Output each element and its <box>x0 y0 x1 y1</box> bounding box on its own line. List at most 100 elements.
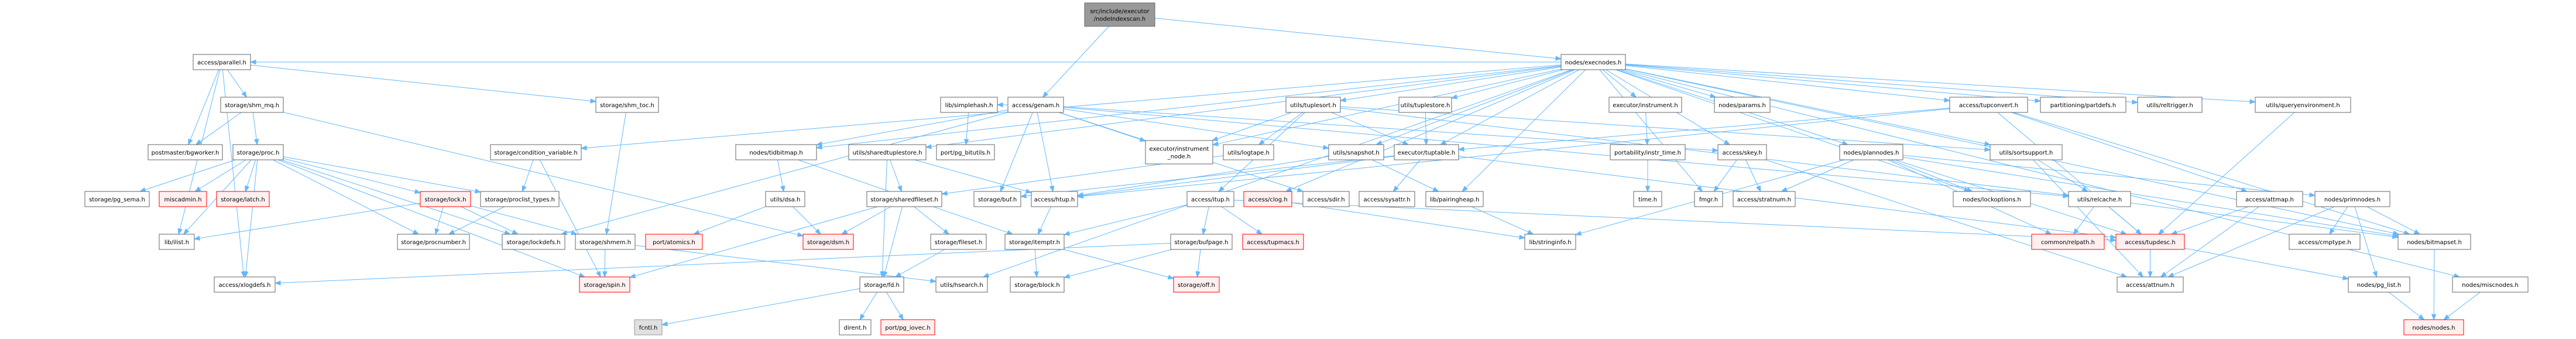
node-htup[interactable]: access/htup.h <box>1031 191 1078 207</box>
node-box <box>1633 191 1662 207</box>
node-label: access/parallel.h <box>197 60 246 66</box>
node-miscadmin[interactable]: miscadmin.h <box>159 191 207 207</box>
node-itup[interactable]: access/itup.h <box>1186 191 1234 207</box>
node-sharedfileset[interactable]: storage/sharedfileset.h <box>866 191 942 207</box>
node-latch[interactable]: storage/latch.h <box>216 191 270 207</box>
node-tupconvert[interactable]: access/tupconvert.h <box>1949 97 2028 113</box>
arrowhead-icon <box>1984 147 1991 152</box>
node-attnum[interactable]: access/attnum.h <box>2117 276 2184 293</box>
node-buf[interactable]: storage/buf.h <box>973 191 1021 207</box>
node-label: storage/condition_variable.h <box>494 150 577 156</box>
node-attmap[interactable]: access/attmap.h <box>2236 191 2303 207</box>
arrowhead-icon <box>2418 314 2425 320</box>
node-label: storage/shm_mq.h <box>225 102 279 109</box>
node-stringinfo[interactable]: lib/stringinfo.h <box>1524 234 1576 250</box>
node-sortsupport[interactable]: utils/sortsupport.h <box>1990 144 2063 160</box>
arrowhead-icon <box>2413 229 2421 235</box>
node-spin[interactable]: storage/spin.h <box>579 276 630 293</box>
arrowhead-icon <box>1527 230 1534 235</box>
node-parallel[interactable]: access/parallel.h <box>193 54 251 70</box>
node-root[interactable]: src/include/executor/nodeIndexscan.h <box>1084 2 1155 27</box>
node-simplehash[interactable]: lib/simplehash.h <box>940 97 998 113</box>
node-plannodes[interactable]: nodes/plannodes.h <box>1839 144 1903 160</box>
node-label: access/htup.h <box>1034 197 1075 203</box>
node-off[interactable]: storage/off.h <box>1173 276 1220 293</box>
node-tuptable[interactable]: executor/tuptable.h <box>1394 144 1459 160</box>
node-logtape[interactable]: utils/logtape.h <box>1223 144 1274 160</box>
node-label: storage/fd.h <box>864 282 900 289</box>
node-tidbitmap[interactable]: nodes/tidbitmap.h <box>735 144 817 160</box>
node-fcntl[interactable]: fcntl.h <box>634 319 663 335</box>
node-tupdesc[interactable]: access/tupdesc.h <box>2115 234 2185 250</box>
node-time[interactable]: time.h <box>1633 191 1662 207</box>
node-stratnum[interactable]: access/stratnum.h <box>1733 191 1796 207</box>
node-instr_time[interactable]: portability/instr_time.h <box>1610 144 1686 160</box>
node-sysattr[interactable]: access/sysattr.h <box>1359 191 1415 207</box>
edge-snapshot-to-pairingheap <box>1372 159 1439 192</box>
node-proc[interactable]: storage/proc.h <box>232 144 284 160</box>
node-condvar[interactable]: storage/condition_variable.h <box>490 144 582 160</box>
arrowhead-icon <box>2110 234 2117 239</box>
node-instrument_node[interactable]: executor/instrument_node.h <box>1145 140 1213 165</box>
node-xlogdefs[interactable]: access/xlogdefs.h <box>214 276 276 293</box>
node-shm_mq[interactable]: storage/shm_mq.h <box>220 97 284 113</box>
node-cmptype[interactable]: access/cmptype.h <box>2289 234 2361 250</box>
node-hsearch[interactable]: utils/hsearch.h <box>935 276 988 293</box>
arrowhead-icon <box>996 102 1003 108</box>
node-clog[interactable]: access/clog.h <box>1243 191 1292 207</box>
node-shmem[interactable]: storage/shmem.h <box>575 234 636 250</box>
edge-shm_toc-to-shmem <box>605 112 626 235</box>
node-miscnodes[interactable]: nodes/miscnodes.h <box>2452 276 2529 293</box>
node-ilist[interactable]: lib/ilist.h <box>159 234 195 250</box>
node-params[interactable]: nodes/params.h <box>1714 97 1771 113</box>
node-tuplestore[interactable]: utils/tuplestore.h <box>1398 97 1452 113</box>
arrowhead-icon <box>195 139 202 145</box>
node-pg_sema[interactable]: storage/pg_sema.h <box>84 191 150 207</box>
node-partdefs[interactable]: partitioning/partdefs.h <box>2040 97 2126 113</box>
node-dsa[interactable]: utils/dsa.h <box>765 191 805 207</box>
node-dirent[interactable]: dirent.h <box>839 319 872 335</box>
node-tuplesort[interactable]: utils/tuplesort.h <box>1285 97 1341 113</box>
node-lockdefs[interactable]: storage/lockdefs.h <box>502 234 565 250</box>
node-snapshot[interactable]: utils/snapshot.h <box>1328 144 1384 160</box>
node-skey[interactable]: access/skey.h <box>1717 144 1767 160</box>
node-shm_toc[interactable]: storage/shm_toc.h <box>595 97 659 113</box>
node-bufpage[interactable]: storage/bufpage.h <box>1170 234 1233 250</box>
node-execnodes[interactable]: nodes/execnodes.h <box>1560 54 1626 70</box>
node-reltrigger[interactable]: utils/reltrigger.h <box>2137 97 2203 113</box>
node-proclist_types[interactable]: storage/proclist_types.h <box>480 191 560 207</box>
node-pg_list[interactable]: nodes/pg_list.h <box>2348 276 2410 293</box>
node-tupmacs[interactable]: access/tupmacs.h <box>1242 234 1304 250</box>
node-queryenv[interactable]: utils/queryenvironment.h <box>2255 97 2351 113</box>
node-lock[interactable]: storage/lock.h <box>420 191 471 207</box>
node-instrument[interactable]: executor/instrument.h <box>1608 97 1682 113</box>
node-fileset[interactable]: storage/fileset.h <box>930 234 987 250</box>
edge-shm_mq-to-dsm <box>283 112 804 237</box>
node-sharedtuplestore[interactable]: utils/sharedtuplestore.h <box>848 144 927 160</box>
arrowhead-icon <box>1042 91 1049 98</box>
node-pg_iovec[interactable]: port/pg_iovec.h <box>880 319 935 335</box>
node-fmgr[interactable]: fmgr.h <box>1694 191 1723 207</box>
node-procnumber[interactable]: storage/procnumber.h <box>397 234 470 250</box>
arrowhead-icon <box>942 228 950 235</box>
node-genam[interactable]: access/genam.h <box>1007 97 1064 113</box>
node-lockoptions[interactable]: nodes/lockoptions.h <box>1953 191 2031 207</box>
arrowhead-icon <box>1020 193 1027 198</box>
node-fd[interactable]: storage/fd.h <box>859 276 904 293</box>
arrowhead-icon <box>183 228 190 235</box>
node-block[interactable]: storage/block.h <box>1010 276 1065 293</box>
node-pairingheap[interactable]: lib/pairingheap.h <box>1425 191 1484 207</box>
node-bitmapset[interactable]: nodes/bitmapset.h <box>2397 234 2471 250</box>
node-nodes[interactable]: nodes/nodes.h <box>2403 319 2464 335</box>
node-primnodes[interactable]: nodes/primnodes.h <box>2314 191 2390 207</box>
node-dsm[interactable]: storage/dsm.h <box>802 234 854 250</box>
node-bgworker[interactable]: postmaster/bgworker.h <box>148 144 223 160</box>
node-atomics[interactable]: port/atomics.h <box>645 234 703 250</box>
node-relpath[interactable]: common/relpath.h <box>2031 234 2105 250</box>
node-box <box>2137 97 2203 113</box>
node-sdir[interactable]: access/sdir.h <box>1302 191 1350 207</box>
node-pg_bitutils[interactable]: port/pg_bitutils.h <box>936 144 995 160</box>
node-itemptr[interactable]: storage/itemptr.h <box>1004 234 1065 250</box>
node-relcache[interactable]: utils/relcache.h <box>2068 191 2131 207</box>
arrowhead-icon <box>2035 98 2042 104</box>
